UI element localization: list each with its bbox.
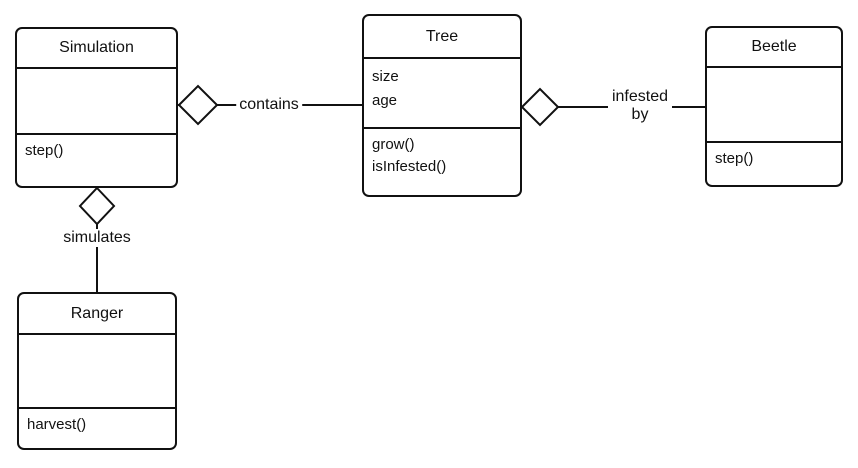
aggregation-diamond-icon — [520, 87, 560, 127]
class-attributes-section — [707, 68, 841, 143]
class-attributes-section — [17, 69, 176, 135]
relationship-label-infested-by: infested by — [608, 88, 672, 124]
method-item: grow() — [372, 136, 415, 153]
aggregation-diamond-icon — [78, 186, 116, 226]
class-methods-section: grow() isInfested() — [364, 129, 520, 195]
attribute-item: size — [372, 68, 399, 85]
aggregation-diamond-icon — [177, 84, 219, 126]
class-title: Ranger — [19, 294, 175, 335]
class-box-tree: Tree size age grow() isInfested() — [362, 14, 522, 197]
relationship-label-simulates: simulates — [60, 229, 134, 247]
attribute-item: age — [372, 92, 398, 109]
method-item: isInfested() — [372, 158, 447, 175]
method-item: step() — [715, 150, 754, 167]
class-title: Simulation — [17, 29, 176, 69]
class-box-simulation: Simulation step() — [15, 27, 178, 188]
class-methods-section: step() — [707, 143, 841, 185]
class-box-beetle: Beetle step() — [705, 26, 843, 187]
class-title: Tree — [364, 16, 520, 59]
class-attributes-section: size age — [364, 59, 520, 129]
class-methods-section: step() — [17, 135, 176, 186]
class-box-ranger: Ranger harvest() — [17, 292, 177, 450]
method-item: step() — [25, 142, 64, 159]
class-title: Beetle — [707, 28, 841, 68]
relationship-label-contains: contains — [236, 96, 302, 114]
class-attributes-section — [19, 335, 175, 409]
method-item: harvest() — [27, 416, 87, 433]
class-methods-section: harvest() — [19, 409, 175, 448]
